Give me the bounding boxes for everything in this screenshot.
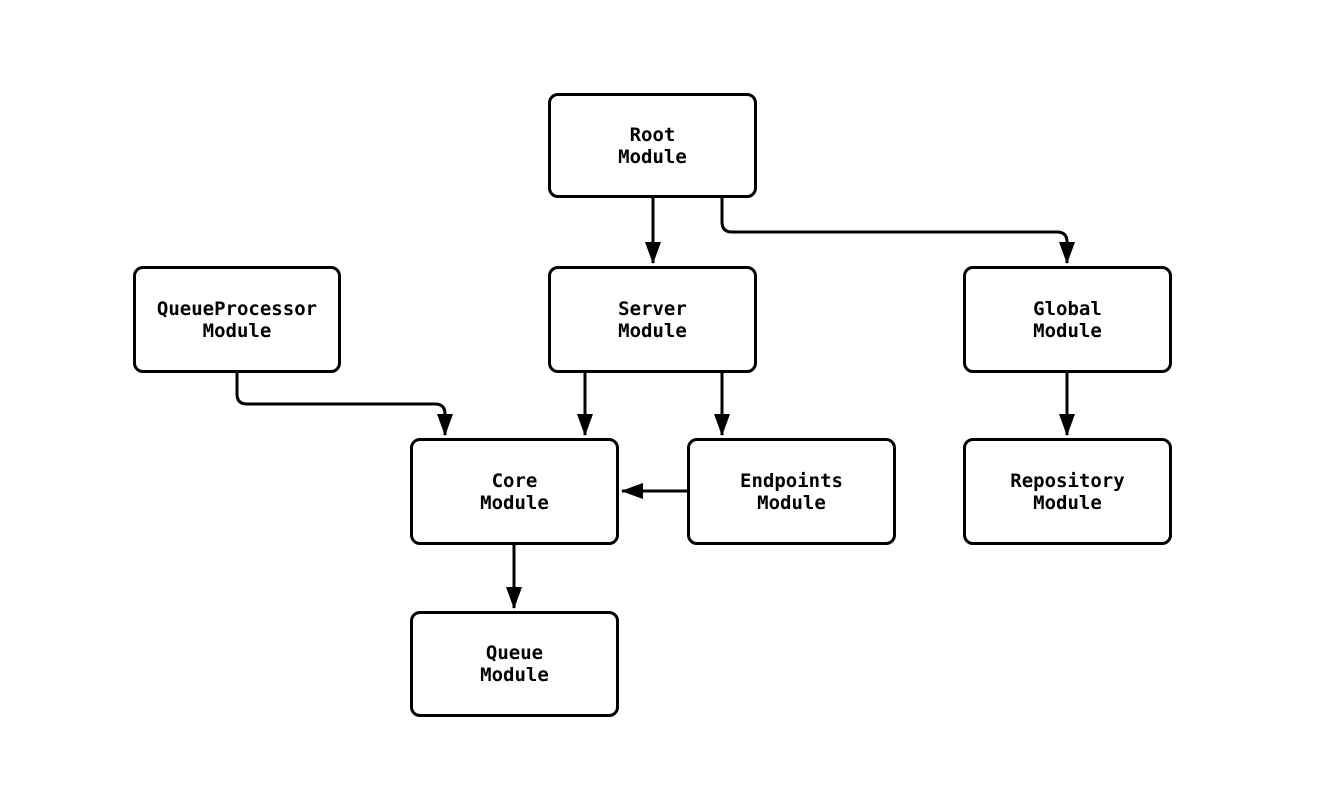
node-root-module: Root Module xyxy=(548,93,757,198)
node-global-module: Global Module xyxy=(963,266,1172,373)
node-server-module-label: Server Module xyxy=(618,297,687,342)
node-repository-module: Repository Module xyxy=(963,438,1172,545)
edge-queueprocessor-to-core xyxy=(235,373,453,436)
node-server-module: Server Module xyxy=(548,266,757,373)
node-global-module-label: Global Module xyxy=(1033,297,1102,342)
node-core-module-label: Core Module xyxy=(480,469,549,514)
node-queueprocessor-module-label: QueueProcessor Module xyxy=(156,297,318,342)
node-endpoints-module-label: Endpoints Module xyxy=(740,469,843,514)
edge-root-to-global xyxy=(720,198,1075,264)
node-repository-module-label: Repository Module xyxy=(1010,469,1125,514)
node-core-module: Core Module xyxy=(410,438,619,545)
node-root-module-label: Root Module xyxy=(618,123,687,168)
node-queue-module-label: Queue Module xyxy=(480,642,549,686)
node-endpoints-module: Endpoints Module xyxy=(687,438,896,545)
node-queueprocessor-module: QueueProcessor Module xyxy=(133,266,341,373)
node-queue-module: Queue Module xyxy=(410,611,619,717)
